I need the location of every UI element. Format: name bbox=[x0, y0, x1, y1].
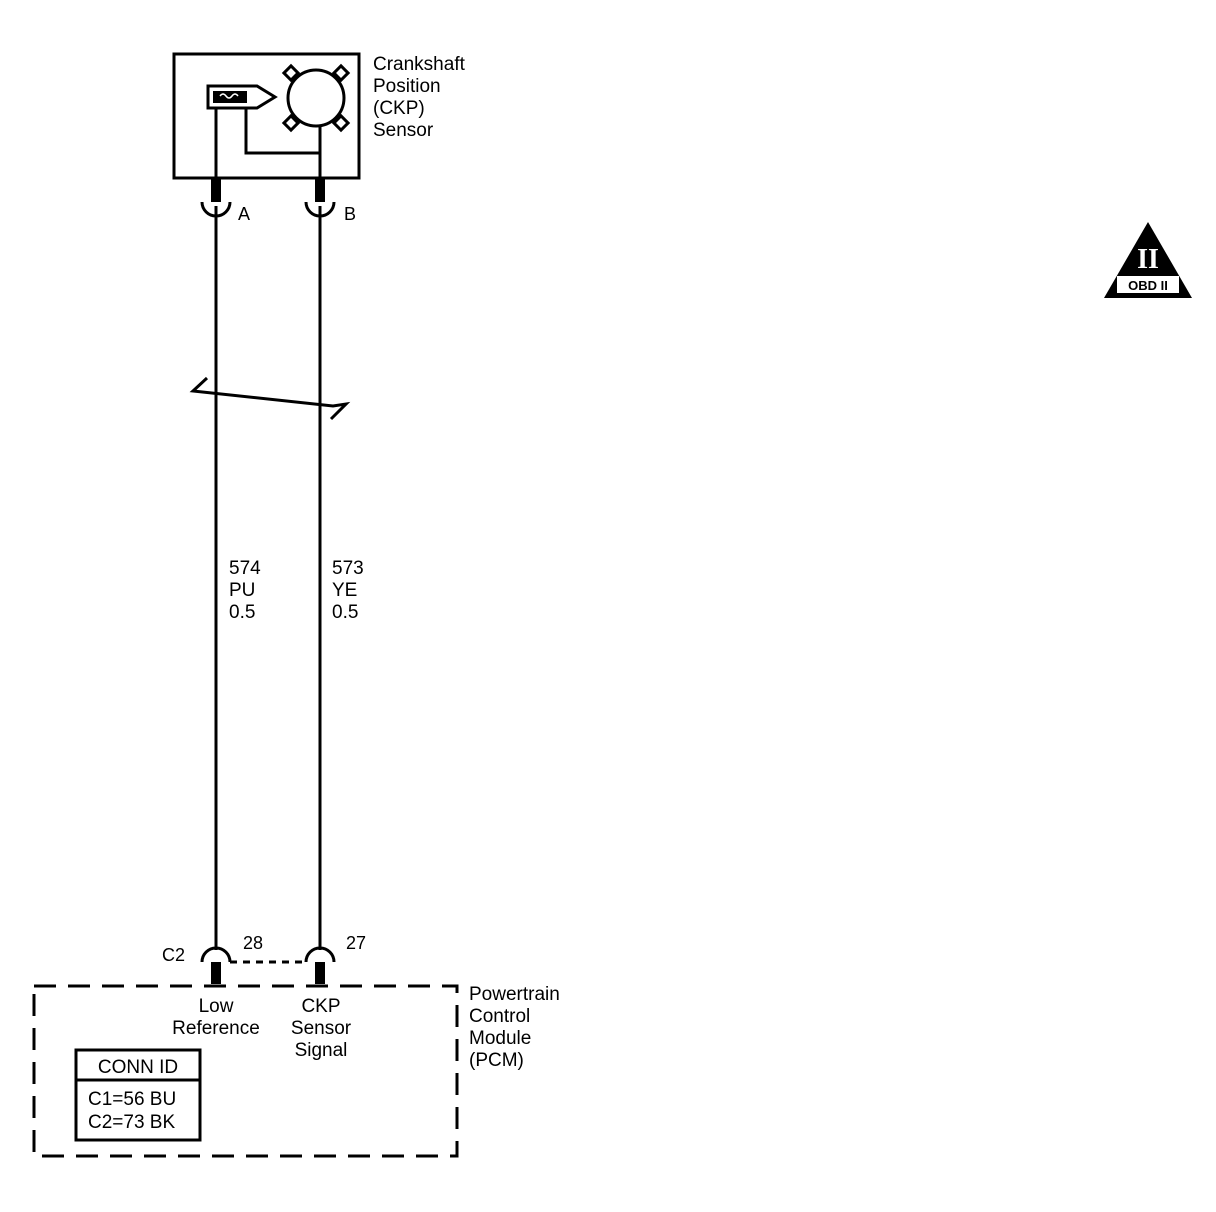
pickup-coil-icon bbox=[206, 84, 278, 110]
wire-574-gauge: 0.5 bbox=[229, 602, 255, 623]
sensor-name-line-4: Sensor bbox=[373, 120, 434, 141]
pcm-connector bbox=[200, 946, 336, 984]
sensor-pin-b-label: B bbox=[344, 204, 356, 224]
ckp-sensor bbox=[172, 52, 361, 180]
pcm-name-line-2: Control bbox=[469, 1006, 530, 1027]
ckp-signal-label-3: Signal bbox=[295, 1040, 348, 1061]
conn-id-table bbox=[74, 1048, 202, 1142]
pcm-connector-id: C2 bbox=[162, 945, 185, 965]
pcm-name-line-3: Module bbox=[469, 1028, 531, 1049]
sensor-pin-a-label: A bbox=[238, 204, 250, 224]
wire-573-color: YE bbox=[332, 580, 357, 601]
pcm-pin-28-label: 28 bbox=[243, 933, 263, 953]
sensor-connector bbox=[200, 178, 336, 218]
conn-id-title: CONN ID bbox=[98, 1057, 178, 1078]
conn-id-row-2: C2=73 BK bbox=[88, 1112, 175, 1133]
pcm-module-outline bbox=[32, 984, 459, 1158]
pcm-name-line-1: Powertrain bbox=[469, 984, 560, 1005]
conn-id-row-1: C1=56 BU bbox=[88, 1089, 176, 1110]
sensor-housing bbox=[172, 52, 361, 180]
wire-574-circuit: 574 bbox=[229, 558, 261, 579]
ckp-signal-label-2: Sensor bbox=[291, 1018, 352, 1039]
wire-573-gauge: 0.5 bbox=[332, 602, 358, 623]
low-reference-label-1: Low bbox=[199, 996, 234, 1017]
obd-badge-text: OBD II bbox=[1128, 278, 1168, 293]
ckp-signal-label-1: CKP bbox=[301, 996, 340, 1017]
wire-573-circuit: 573 bbox=[332, 558, 364, 579]
sensor-name-line-3: (CKP) bbox=[373, 98, 425, 119]
sensor-name-line-1: Crankshaft bbox=[373, 54, 466, 75]
sensor-name-line-2: Position bbox=[373, 76, 441, 97]
wire-574-color: PU bbox=[229, 580, 255, 601]
obd-ii-badge-icon bbox=[1104, 222, 1192, 298]
pcm-pin-27-label: 27 bbox=[346, 933, 366, 953]
obd-badge-numeral: II bbox=[1137, 244, 1159, 275]
twisted-pair-marker bbox=[189, 376, 351, 421]
reluctor-wheel-icon bbox=[281, 63, 351, 133]
pcm-name-line-4: (PCM) bbox=[469, 1050, 524, 1071]
low-reference-label-2: Reference bbox=[172, 1018, 260, 1039]
